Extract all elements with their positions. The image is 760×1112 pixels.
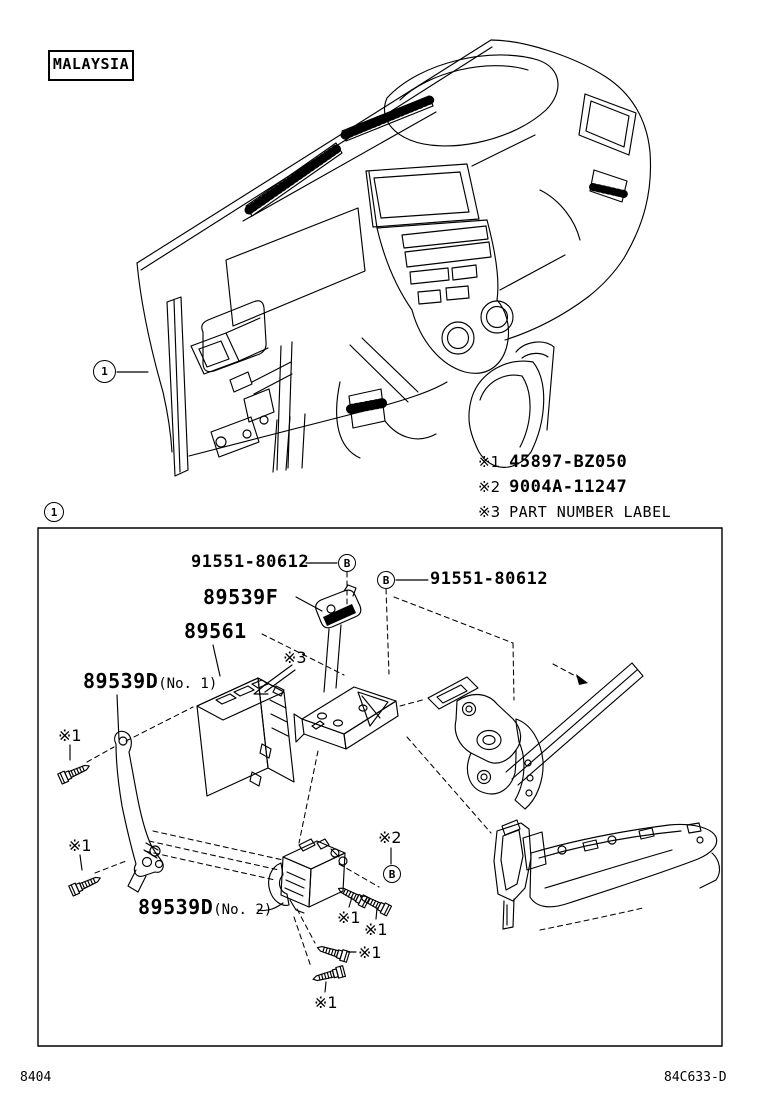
bracket-89539d-no1-drawing <box>115 731 164 892</box>
dashed-leader-lines <box>87 572 581 967</box>
ref1-marker-screw-c: ※1 <box>358 943 382 962</box>
beam-arrowhead <box>576 674 588 685</box>
steering-column-lines <box>273 338 418 472</box>
ref2-marker: ※2 <box>378 828 402 847</box>
detail-callout-number: 1 <box>50 505 58 519</box>
note-1-value: 45897-BZ050 <box>509 452 628 472</box>
part-label-89539f: 89539F <box>203 585 279 609</box>
clamp-89539f-drawing <box>316 585 361 628</box>
detail-box-frame <box>38 528 722 1046</box>
note-3-value: PART NUMBER LABEL <box>509 503 672 521</box>
region-label-text: MALAYSIA <box>52 55 130 73</box>
part-label-89539d-no1: 89539D(No. 1) <box>83 669 217 693</box>
lower-vent <box>337 382 436 458</box>
ref1-marker-left-lower: ※1 <box>68 836 92 855</box>
part-label-89539d-no2: 89539D(No. 2) <box>138 895 272 919</box>
detail-box-callout-marker: 1 <box>44 502 64 522</box>
ref1-marker-screw-a: ※1 <box>337 908 361 927</box>
ref1-marker-left-upper: ※1 <box>58 726 82 745</box>
note-1-marker: ※1 <box>478 453 501 471</box>
note-2-marker: ※2 <box>478 478 501 496</box>
note-2-value: 9004A-11247 <box>509 477 628 497</box>
defroster-vent-strips <box>243 96 436 221</box>
callout-1-marker: 1 <box>93 360 116 383</box>
connector-b-letter-2: B <box>382 573 390 587</box>
screw-center-d <box>311 965 346 986</box>
bracket-89539d-no2-drawing <box>269 839 347 913</box>
connector-b-marker-3: B <box>383 865 401 883</box>
callout-1-number: 1 <box>101 365 108 378</box>
screw-left-upper <box>57 760 93 785</box>
ref3-marker: ※3 <box>283 648 307 667</box>
connector-b-marker-2: B <box>377 571 395 589</box>
ref1-marker-screw-b: ※1 <box>364 920 388 939</box>
note-row-2: ※2 9004A-11247 <box>478 477 627 497</box>
part-label-91551-right: 91551-80612 <box>430 569 549 589</box>
body-bracket-upper-drawing <box>428 663 643 809</box>
solid-leader-lines <box>70 563 428 992</box>
note-row-3: ※3 PART NUMBER LABEL <box>478 503 671 521</box>
connector-b-letter-1: B <box>343 556 351 570</box>
footer-page-code: 8404 <box>20 1070 52 1085</box>
ecu-89561-drawing <box>197 678 294 796</box>
instrument-panel-illustration <box>117 40 651 476</box>
footer-figure-code: 84C633-D <box>664 1070 727 1085</box>
part-label-89539d-no2-num: 89539D <box>138 895 214 919</box>
connector-b-letter-3: B <box>388 867 396 881</box>
note-3-marker: ※3 <box>478 503 501 521</box>
hvac-knob-left <box>442 322 474 354</box>
part-label-89561: 89561 <box>184 619 247 643</box>
part-label-89539d-no2-sfx: (No. 2) <box>213 902 273 918</box>
ref1-marker-screw-d: ※1 <box>314 993 338 1012</box>
cluster-hood-curve <box>385 55 558 146</box>
screw-left-lower <box>68 872 104 897</box>
screw-center-c <box>315 941 351 963</box>
detail-drawing <box>57 563 720 992</box>
right-end-panel <box>579 94 636 202</box>
center-stack <box>366 135 580 373</box>
part-label-91551-left: 91551-80612 <box>191 552 310 572</box>
note-row-1: ※1 45897-BZ050 <box>478 452 627 472</box>
hvac-knob-right <box>481 301 513 333</box>
ref3-arrow <box>254 665 295 694</box>
region-label: MALAYSIA <box>48 50 134 81</box>
part-label-89539d-no1-sfx: (No. 1) <box>158 676 218 692</box>
dash-mounting-bracket-cluster <box>167 297 292 476</box>
connector-b-marker-1: B <box>338 554 356 572</box>
body-bracket-lower-drawing <box>494 820 719 930</box>
ecu-mounting-bracket-drawing <box>294 625 398 749</box>
part-label-89539d-no1-num: 89539D <box>83 669 159 693</box>
cowl-side-piece <box>469 342 554 467</box>
